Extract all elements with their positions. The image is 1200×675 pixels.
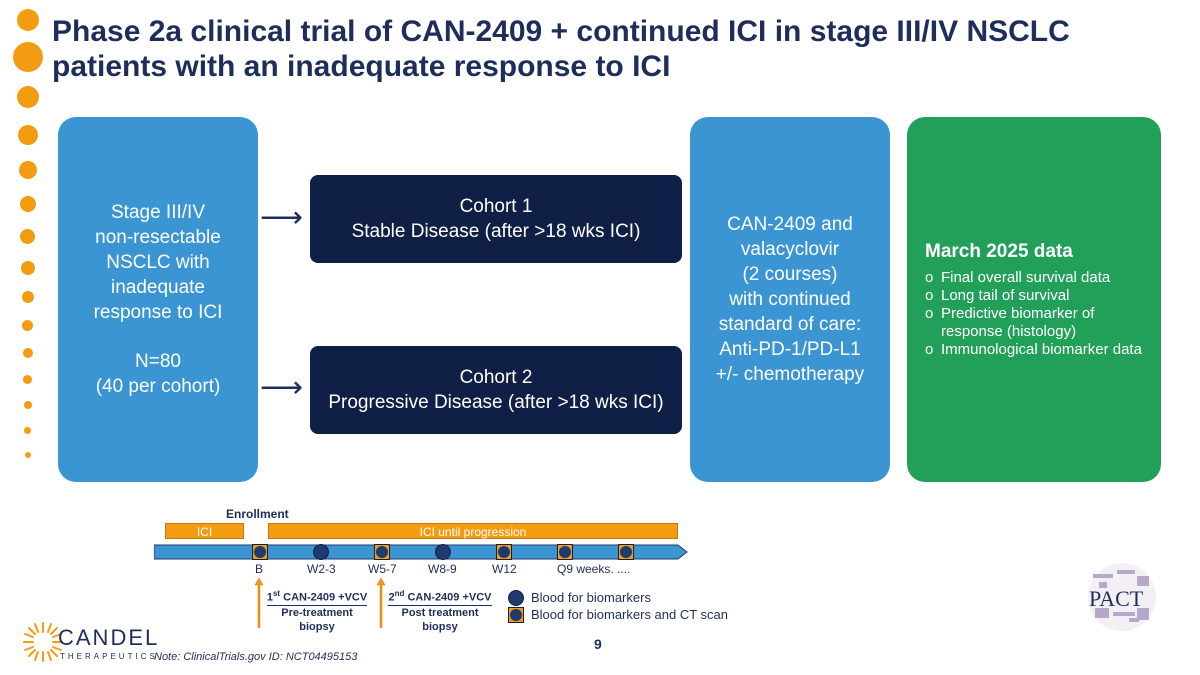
cohort1-title: Cohort 1 — [459, 196, 533, 217]
dot — [25, 452, 31, 458]
second-dose-label: 2nd CAN-2409 +VCV Post treatment biopsy — [384, 587, 496, 634]
treatment-line: standard of care: — [718, 314, 862, 335]
ici-until-progression-bar: ICI until progression — [268, 523, 678, 539]
dot — [24, 401, 32, 409]
second-dose-ordinal: 2 — [388, 591, 395, 604]
cohort2-title: Cohort 2 — [459, 367, 533, 388]
page-number: 9 — [594, 636, 602, 652]
dot — [23, 375, 32, 384]
first-dose-label: 1st CAN-2409 +VCV Pre-treatment biopsy — [262, 587, 372, 634]
data-box-heading: March 2025 data — [925, 240, 1073, 262]
first-dose-drug: CAN-2409 +VCV — [280, 591, 368, 604]
candel-wordmark: CANDEL — [58, 625, 160, 650]
timepoint-marker-ct — [557, 544, 573, 560]
first-dose-biopsy: Pre-treatment — [281, 606, 353, 619]
treatment-line: +/- chemotherapy — [715, 364, 865, 385]
pact-wordmark: PACT — [1089, 586, 1144, 611]
tick-label: W2-3 — [307, 562, 336, 576]
data-box-item-text: Immunological biomarker data — [941, 340, 1142, 358]
treatment-line: (2 courses) — [742, 264, 838, 285]
first-dose-ordinal-suffix: st — [272, 589, 281, 598]
bullet-icon: o — [925, 286, 934, 304]
cohort2-box: Cohort 2 Progressive Disease (after >18 … — [310, 346, 682, 434]
data-box-item-text: Final overall survival data — [941, 268, 1111, 286]
population-line: NSCLC with — [106, 252, 210, 273]
tick-label: W12 — [492, 562, 517, 576]
dot — [20, 196, 36, 212]
candel-logo: CANDEL THERAPEUTICS — [20, 615, 157, 670]
timepoint-marker — [435, 544, 451, 560]
page-title: Phase 2a clinical trial of CAN-2409 + co… — [52, 15, 1070, 83]
second-dose-biopsy-word: biopsy — [422, 620, 458, 633]
dot — [21, 261, 35, 275]
ici-bar: ICI — [165, 523, 244, 539]
population-line: inadequate — [110, 277, 206, 298]
dot — [17, 9, 39, 31]
first-dose-ordinal: 1 — [266, 591, 273, 604]
enrollment-label: Enrollment — [226, 507, 289, 521]
sun-icon — [23, 622, 63, 662]
timepoint-marker-ct — [618, 544, 634, 560]
population-line: non-resectable — [95, 227, 221, 248]
arrow-up-icon — [254, 578, 264, 628]
second-dose-drug: CAN-2409 +VCV — [404, 591, 492, 604]
dot — [23, 348, 33, 358]
second-dose-biopsy: Post treatment — [401, 606, 479, 619]
timepoint-marker-ct — [252, 544, 268, 560]
treatment-line: Anti-PD-1/PD-L1 — [719, 339, 861, 360]
word-cloud-icon — [1088, 563, 1156, 631]
footnote: Note: ClinicalTrials.gov ID: NCT04495153 — [154, 651, 358, 663]
second-dose-ordinal-suffix: nd — [394, 589, 405, 598]
bullet-icon: o — [925, 340, 934, 358]
dot — [24, 427, 31, 434]
treatment-box: CAN-2409 and valacyclovir (2 courses) wi… — [690, 117, 890, 482]
dot — [22, 291, 34, 303]
bullet-icon: o — [925, 304, 934, 322]
legend-blood-ct-label: Blood for biomarkers and CT scan — [531, 607, 729, 622]
data-box: March 2025 data o Final overall survival … — [907, 117, 1161, 482]
sample-size-detail: (40 per cohort) — [95, 376, 221, 397]
bullet-icon: o — [925, 268, 934, 286]
pact-logo: PACT — [1085, 560, 1160, 635]
data-box-item: o Predictive biomarker of response (histo… — [925, 305, 1143, 341]
data-box-item: o Long tail of survival — [925, 287, 1069, 305]
candel-subtitle: THERAPEUTICS — [60, 652, 158, 661]
first-dose-biopsy-word: biopsy — [299, 620, 335, 633]
tick-label: B — [255, 562, 264, 576]
dot — [13, 42, 43, 72]
population-line: response to ICI — [93, 302, 223, 323]
timepoint-marker — [313, 544, 329, 560]
dot — [19, 161, 37, 179]
tick-label: Q9 weeks. .... — [557, 562, 631, 576]
treatment-line: valacyclovir — [740, 239, 840, 260]
population-box: Stage III/IV non-resectable NSCLC with i… — [58, 117, 258, 482]
dot — [22, 320, 33, 331]
treatment-line: CAN-2409 and — [727, 214, 853, 235]
cohort1-subtitle: Stable Disease (after >18 wks ICI) — [351, 221, 641, 242]
population-line: Stage III/IV — [111, 202, 205, 223]
treatment-line: with continued — [729, 289, 851, 310]
legend-blood-label: Blood for biomarkers — [531, 590, 651, 605]
cohort1-box: Cohort 1 Stable Disease (after >18 wks I… — [310, 175, 682, 263]
timeline-arrow — [154, 544, 688, 560]
sample-size: N=80 — [135, 351, 181, 372]
tick-label: W8-9 — [428, 562, 457, 576]
cohort2-subtitle: Progressive Disease (after >18 wks ICI) — [328, 392, 664, 413]
arrow-up-icon — [376, 578, 386, 628]
data-box-item: o Immunological biomarker data — [925, 341, 1142, 359]
dot — [20, 229, 35, 244]
timepoint-marker-ct — [496, 544, 512, 560]
dot — [17, 86, 39, 108]
legend-blood-icon — [508, 590, 524, 606]
data-box-item-text: Long tail of survival — [941, 286, 1070, 304]
arrow-right-icon: ⟶ — [260, 201, 304, 234]
tick-label: W5-7 — [368, 562, 397, 576]
data-box-item-text: Predictive biomarker of response (histol… — [941, 304, 1095, 340]
timepoint-marker-ct — [374, 544, 390, 560]
dot — [18, 125, 38, 145]
data-box-item: o Final overall survival data — [925, 269, 1110, 287]
arrow-right-icon: ⟶ — [260, 371, 304, 404]
legend-blood-ct-icon — [508, 607, 524, 623]
